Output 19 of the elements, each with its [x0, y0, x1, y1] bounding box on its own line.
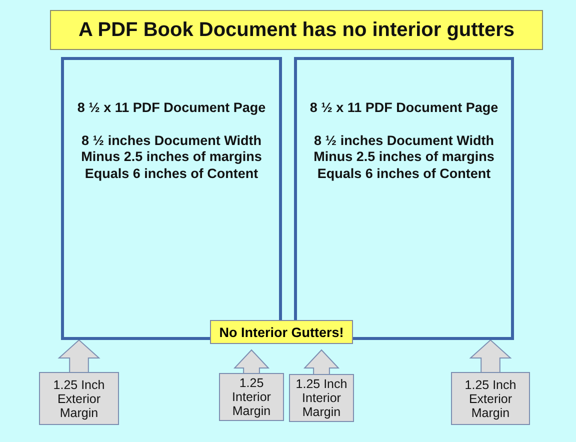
page-size-text: 8 ½ x 11 PDF Document Page: [310, 100, 498, 116]
margin-callout-box: [289, 374, 354, 422]
block-arrow: [469, 339, 512, 374]
width-calculation-text: 8 ½ inches Document Width Minus 2.5 inches of margins Equals 6 inches of Content: [80, 132, 263, 182]
margin-callout-box: [219, 373, 284, 421]
note-text: No Interior Gutters!: [219, 324, 344, 340]
margin-label: 1.25 Interior Margin: [231, 376, 272, 418]
margin-label: 1.25 Inch Exterior Margin: [52, 378, 106, 420]
block-arrow: [58, 339, 100, 374]
margin-callout-box: [451, 372, 530, 425]
block-arrow: [303, 349, 340, 376]
width-calculation-text: 8 ½ inches Document Width Minus 2.5 inches of margins Equals 6 inches of Content: [312, 132, 496, 182]
margin-label: 1.25 Inch Exterior Margin: [464, 378, 518, 420]
margin-label: 1.25 Inch Interior Margin: [294, 377, 348, 419]
block-arrow: [233, 349, 270, 374]
margin-callout-box: [39, 372, 119, 425]
title-text: A PDF Book Document has no interior gutters: [78, 18, 514, 42]
page-size-text: 8 ½ x 11 PDF Document Page: [77, 100, 266, 116]
note-box: [210, 320, 353, 344]
